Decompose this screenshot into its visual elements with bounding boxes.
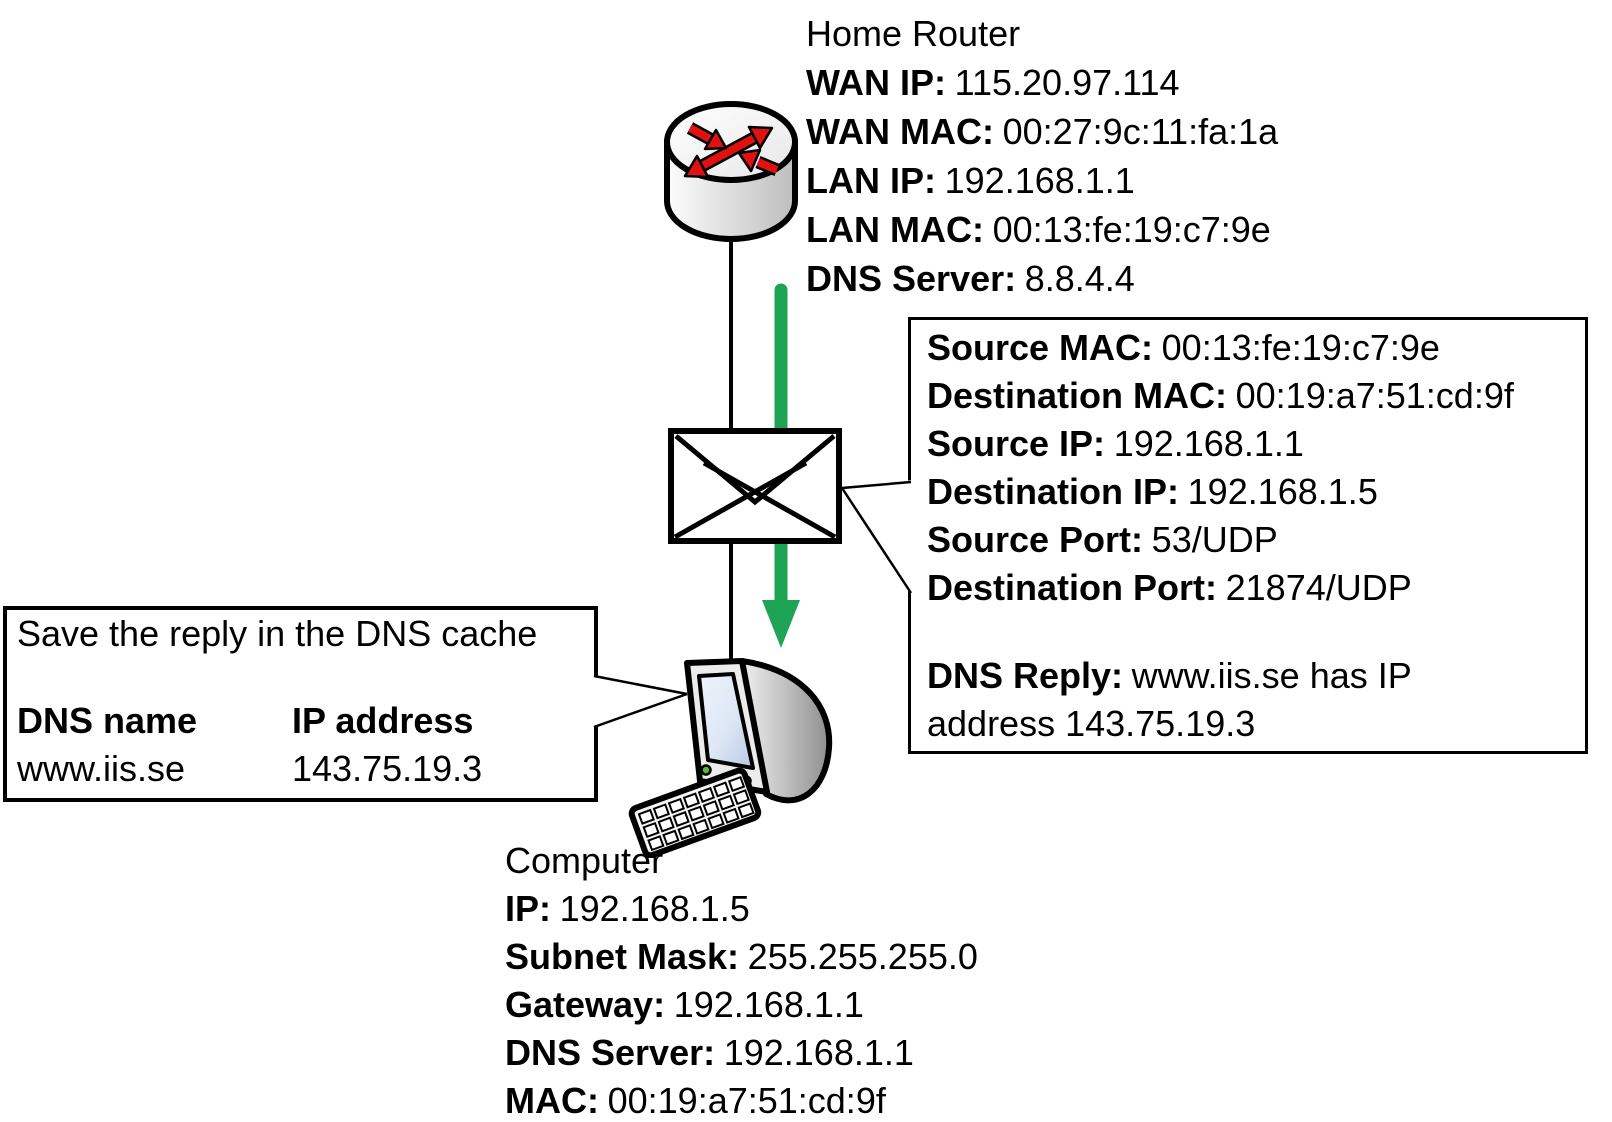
packet-field: Source IP:192.168.1.1: [927, 423, 1304, 464]
monitor-screen: [697, 672, 755, 770]
router-field: LAN IP:192.168.1.1: [806, 160, 1135, 201]
power-led: [700, 764, 712, 776]
packet-callout-pointer: [840, 480, 913, 595]
dns-reply-text: DNS Reply:www.iis.se has IP address 143.…: [927, 655, 1412, 744]
packet-field: Source Port:53/UDP: [927, 519, 1278, 560]
keyboard: [628, 767, 762, 858]
packet-info-box: Source MAC:00:13:fe:19:c7:9e Destination…: [908, 317, 1588, 754]
computer-field: IP:192.168.1.5: [505, 888, 750, 929]
router-field: WAN MAC:00:27:9c:11:fa:1a: [806, 111, 1279, 152]
router-field: LAN MAC:00:13:fe:19:c7:9e: [806, 209, 1271, 250]
computer-field: MAC:00:19:a7:51:cd:9f: [505, 1080, 886, 1121]
router-field: WAN IP:115.20.97.114: [806, 62, 1180, 103]
computer-field: Gateway:192.168.1.1: [505, 984, 864, 1025]
router-icon: [664, 101, 798, 242]
computer-title: Computer: [505, 840, 664, 881]
computer-icon: [628, 658, 833, 858]
dns-cache-box: Save the reply in the DNS cache DNS name…: [3, 606, 598, 802]
dns-name-value: www.iis.se: [17, 748, 186, 789]
router-arrows: [683, 122, 780, 179]
computer-info: Computer IP:192.168.1.5 Subnet Mask:255.…: [505, 837, 978, 1122]
router-info: Home Router WAN IP:115.20.97.114 WAN MAC…: [806, 9, 1278, 303]
dns-cache-title: Save the reply in the DNS cache: [17, 613, 538, 654]
router-title: Home Router: [806, 13, 1021, 54]
cache-callout-pointer: [592, 674, 688, 729]
envelope-icon: [668, 428, 842, 544]
computer-field: DNS Server:192.168.1.1: [505, 1032, 914, 1073]
computer-field: Subnet Mask:255.255.255.0: [505, 936, 978, 977]
packet-field: Destination MAC:00:19:a7:51:cd:9f: [927, 375, 1514, 416]
dns-name-header: DNS name: [17, 700, 198, 741]
router-field: DNS Server:8.8.4.4: [806, 258, 1135, 299]
packet-field: Destination IP:192.168.1.5: [927, 471, 1378, 512]
ip-address-header: IP address: [292, 700, 474, 741]
packet-field: Destination Port:21874/UDP: [927, 567, 1412, 608]
ip-address-value: 143.75.19.3: [292, 748, 483, 789]
packet-field: Source MAC:00:13:fe:19:c7:9e: [927, 327, 1440, 368]
